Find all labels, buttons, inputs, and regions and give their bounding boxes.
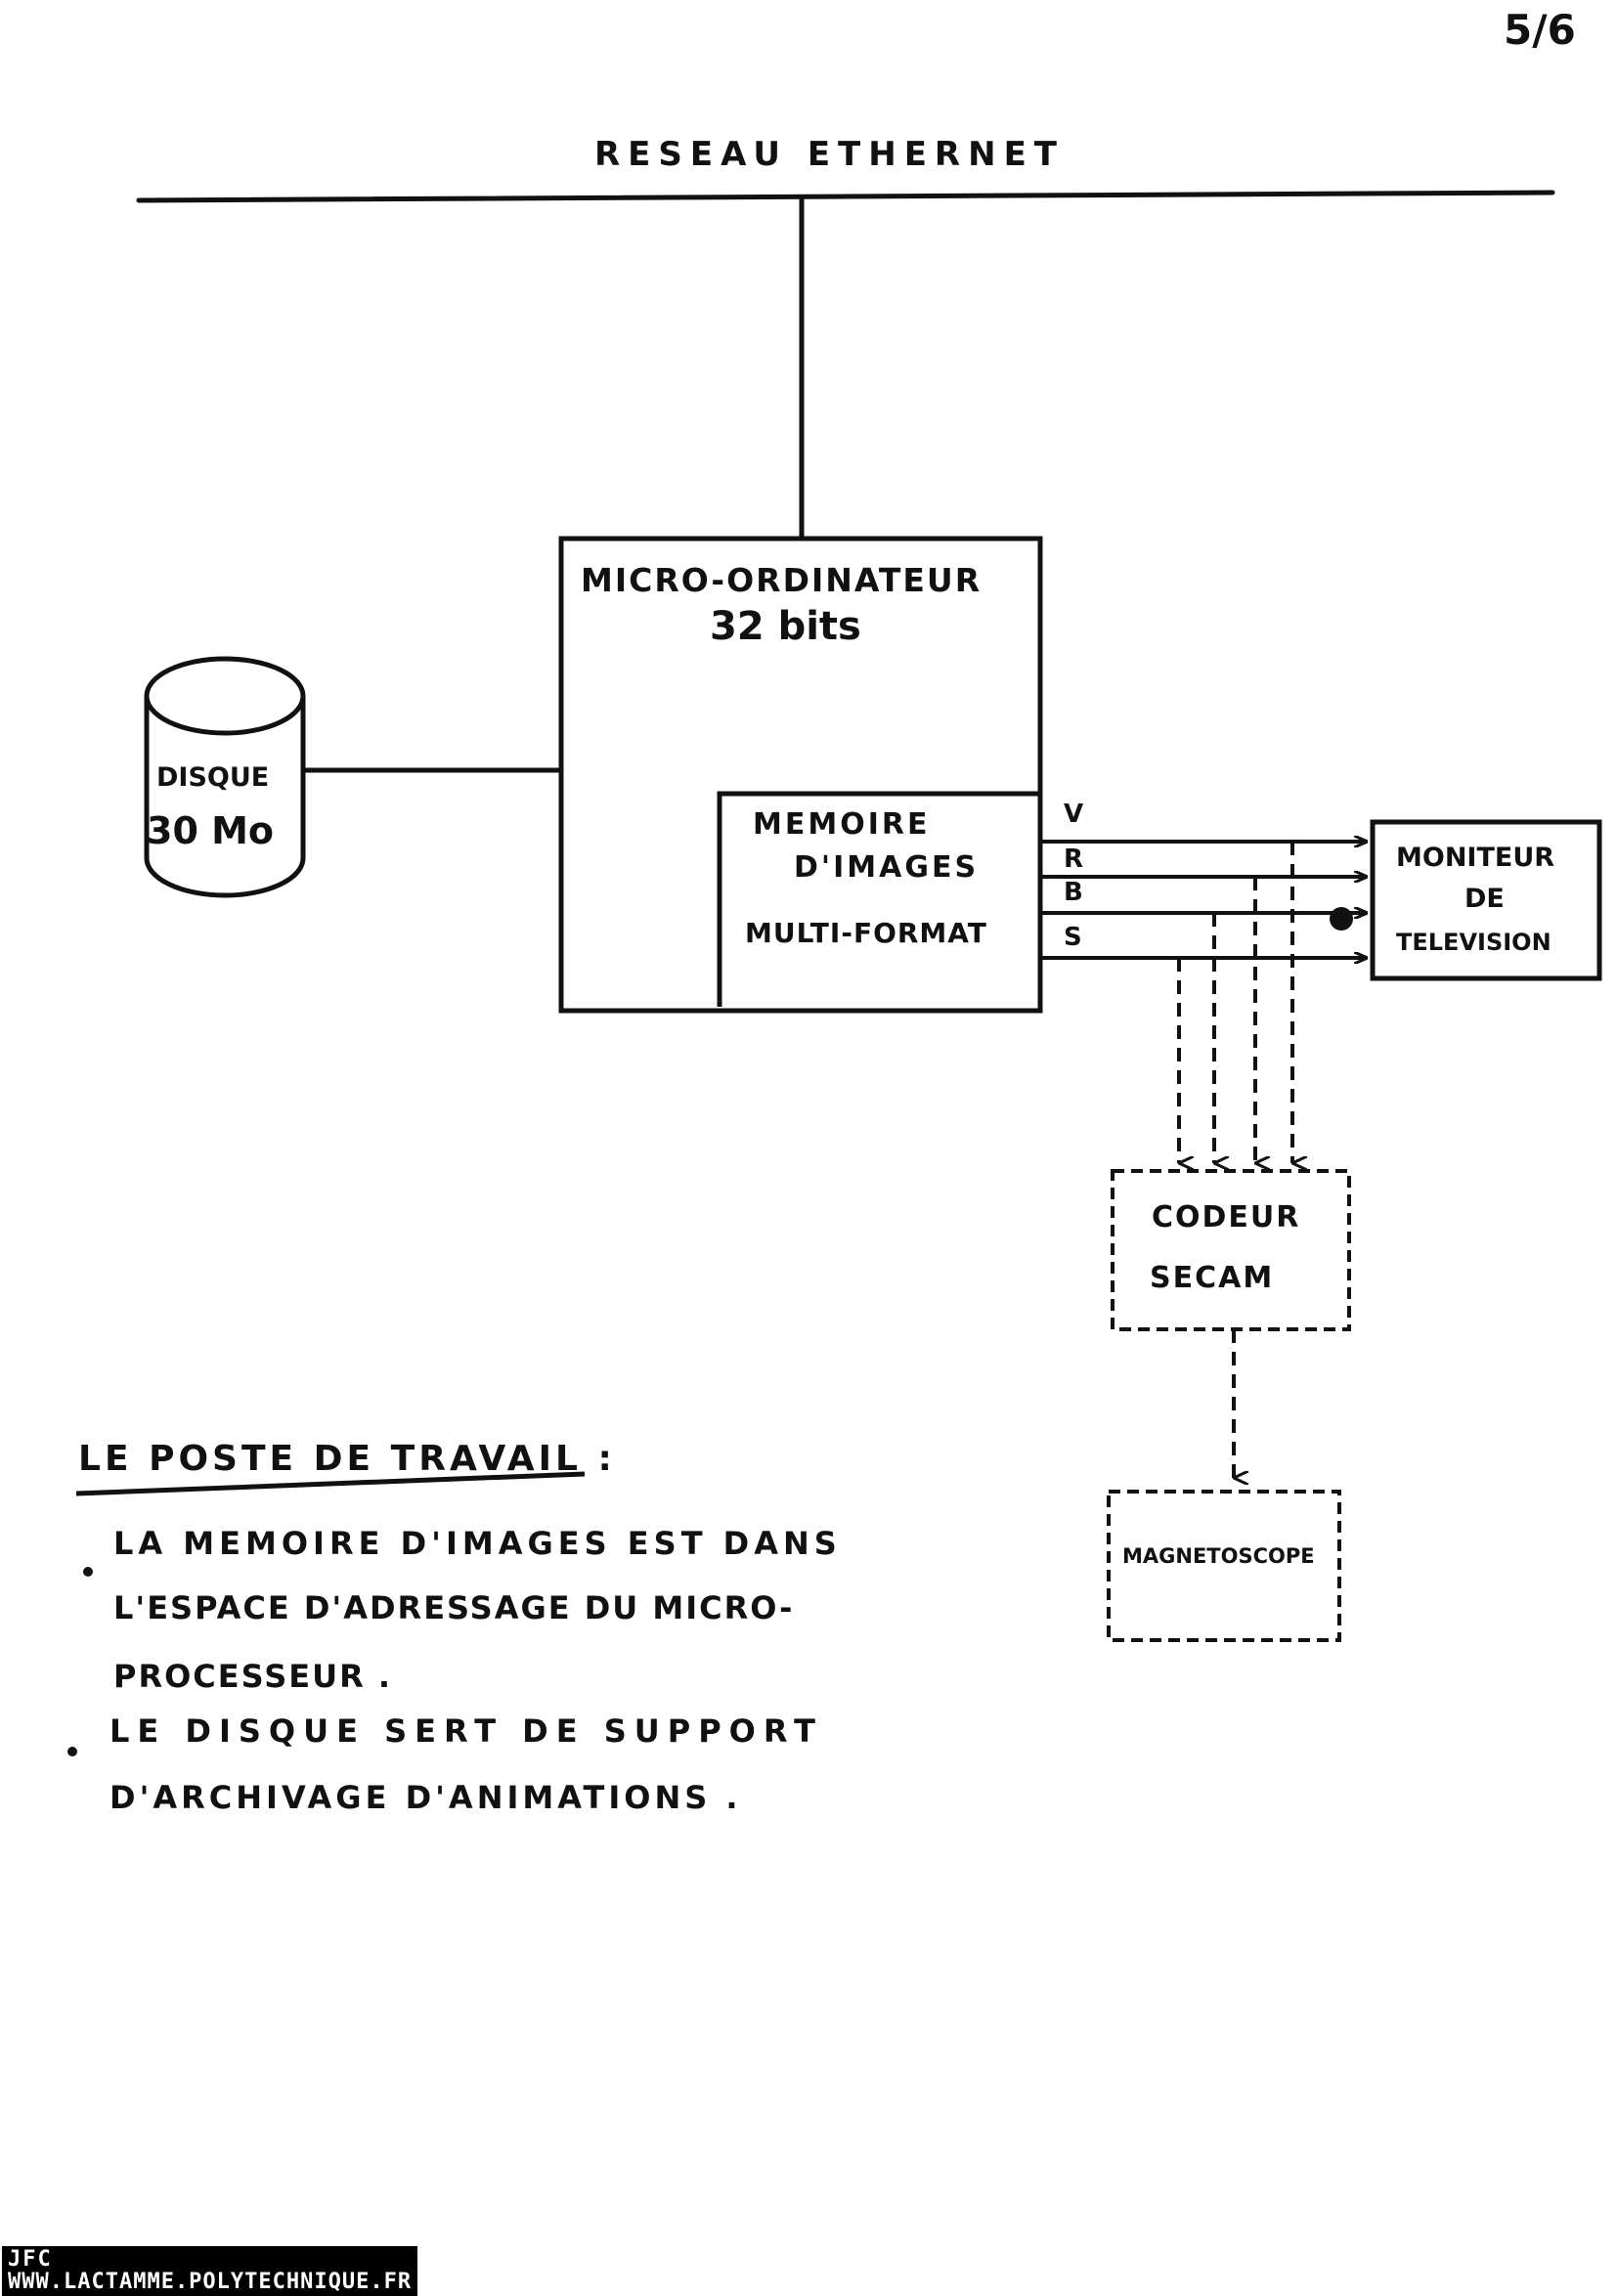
- notes-heading-underline: [75, 1471, 586, 1496]
- encoder-label-line1: CODEUR: [1152, 1200, 1301, 1235]
- notes-heading: LE POSTE DE TRAVAIL :: [78, 1439, 616, 1479]
- note2-line2: D'ARCHIVAGE D'ANIMATIONS .: [109, 1779, 742, 1816]
- note1-line2: L'ESPACE D'ADRESSAGE DU MICRO-: [113, 1589, 795, 1626]
- footer-author: JFC: [8, 2247, 53, 2272]
- memory-label-line3: MULTI-FORMAT: [745, 917, 987, 949]
- disk-label-line2: 30 Mo: [147, 809, 275, 852]
- network-label: RESEAU ETHERNET: [594, 135, 1065, 174]
- disk-cylinder-icon: [144, 656, 306, 898]
- computer-label-line1: MICRO-ORDINATEUR: [581, 561, 983, 599]
- recorder-label: MAGNETOSCOPE: [1122, 1544, 1315, 1568]
- monitor-label-line1: MONITEUR: [1396, 843, 1555, 873]
- note1-line1: LA MEMOIRE D'IMAGES EST DANS: [113, 1525, 842, 1562]
- page-number: 5/6: [1504, 6, 1576, 54]
- encoder-box: [1111, 1169, 1351, 1331]
- memory-label-line1: MEMOIRE: [753, 807, 931, 842]
- computer-label-line2: 32 bits: [710, 604, 861, 649]
- monitor-box: [1370, 819, 1602, 981]
- disk-label-line1: DISQUE: [156, 762, 270, 793]
- ethernet-bus-line: [136, 190, 1555, 203]
- footer-credit: JFC WWW.LACTAMME.POLYTECHNIQUE.FR: [2, 2246, 418, 2296]
- footer-url: WWW.LACTAMME.POLYTECHNIQUE.FR: [8, 2270, 413, 2295]
- monitor-label-line2: DE: [1464, 884, 1505, 914]
- signal-label-s: S: [1064, 923, 1082, 952]
- ink-dot: [1330, 907, 1353, 931]
- bullet-dot-2: [67, 1747, 77, 1756]
- note1-line3: PROCESSEUR .: [113, 1658, 393, 1695]
- signal-label-b: B: [1064, 878, 1083, 907]
- signal-label-v: V: [1064, 800, 1084, 829]
- signal-label-r: R: [1064, 845, 1084, 874]
- recorder-box: [1107, 1490, 1341, 1642]
- computer-box: [558, 536, 1043, 1014]
- memory-box: [717, 791, 1038, 1007]
- note2-line1: LE DISQUE SERT DE SUPPORT: [109, 1712, 823, 1750]
- encoder-label-line2: SECAM: [1150, 1261, 1275, 1295]
- monitor-label-line3: TELEVISION: [1396, 929, 1551, 956]
- memory-label-line2: D'IMAGES: [794, 850, 980, 885]
- bullet-dot-1: [83, 1567, 93, 1577]
